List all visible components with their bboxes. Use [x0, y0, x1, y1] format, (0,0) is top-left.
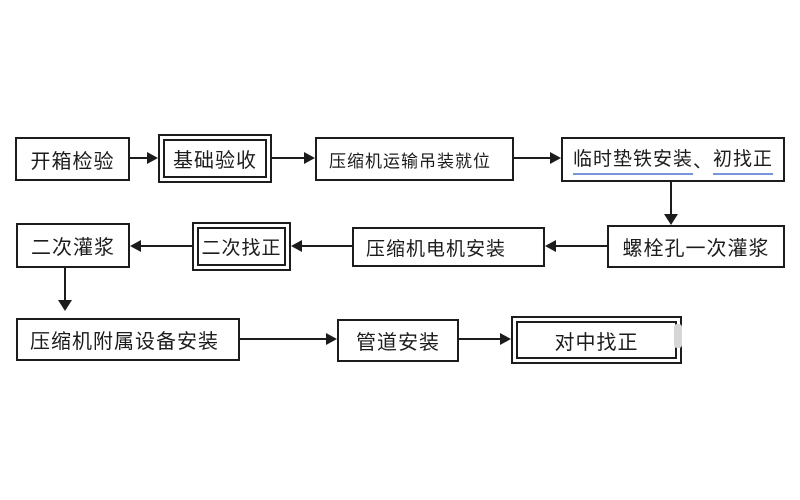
arrow-line-foundation-to-transport	[272, 157, 304, 159]
node-label: 二次灌浆	[31, 237, 115, 259]
node-label-underlined: 临时垫铁安装	[572, 144, 693, 175]
arrow-line-motor-to-secondary-alignment	[302, 245, 352, 247]
node-piping-install: 管道安装	[337, 319, 459, 362]
arrow-line-unboxing-to-foundation	[130, 157, 147, 159]
arrow-line-transport-to-shim	[514, 157, 550, 159]
node-label: 管道安装	[356, 332, 440, 354]
node-compressor-transport-hoisting: 压缩机运输吊装就位	[315, 137, 514, 181]
arrow-line-grouting-to-motor	[556, 245, 607, 247]
arrow-line-grouting-to-auxiliary	[64, 268, 66, 300]
node-secondary-grouting: 二次灌浆	[16, 223, 130, 268]
node-label: 压缩机附属设备安装	[30, 331, 219, 353]
arrow-line-piping-to-centering	[459, 338, 500, 340]
node-foundation-acceptance: 基础验收	[158, 134, 272, 183]
node-label: 螺栓孔一次灌浆	[622, 238, 770, 260]
arrowhead-down-icon	[58, 300, 72, 311]
node-compressor-auxiliary-equipment-install: 压缩机附属设备安装	[16, 318, 240, 361]
arrowhead-down-icon	[664, 214, 678, 225]
node-label: 开箱检验	[30, 150, 115, 173]
arrow-line-auxiliary-to-piping	[240, 338, 326, 340]
arrowhead-right-icon	[550, 152, 561, 164]
node-centering-alignment: 对中找正	[511, 316, 682, 364]
arrowhead-left-icon	[130, 240, 141, 252]
node-bolt-hole-first-grouting: 螺栓孔一次灌浆	[607, 225, 785, 268]
double-border-inner: 对中找正	[516, 321, 677, 359]
node-temporary-shim-install-initial-alignment: 临时垫铁安装、初找正	[561, 137, 785, 182]
watermark-artifact	[674, 324, 682, 348]
node-label-separator: 、	[692, 151, 713, 172]
node-secondary-alignment: 二次找正	[192, 222, 291, 271]
arrow-line-shim-to-grouting	[670, 182, 672, 214]
node-label: 基础验收	[173, 150, 257, 172]
arrow-line-alignment-to-secondary-grouting	[141, 245, 192, 247]
node-unboxing-inspection: 开箱检验	[15, 137, 130, 181]
arrowhead-right-icon	[326, 333, 337, 345]
node-label: 对中找正	[554, 331, 639, 354]
node-label: 压缩机运输吊装就位	[329, 151, 491, 171]
arrowhead-right-icon	[500, 333, 511, 345]
arrowhead-left-icon	[291, 240, 302, 252]
double-border-inner: 二次找正	[197, 227, 286, 266]
node-label: 二次找正	[201, 238, 282, 259]
arrowhead-left-icon	[545, 240, 556, 252]
arrowhead-right-icon	[304, 152, 315, 164]
node-compressor-motor-install: 压缩机电机安装	[352, 227, 545, 267]
arrowhead-right-icon	[147, 152, 158, 164]
node-label-underlined: 初找正	[713, 144, 774, 175]
node-label: 压缩机电机安装	[366, 238, 507, 260]
double-border-inner: 基础验收	[163, 139, 267, 178]
